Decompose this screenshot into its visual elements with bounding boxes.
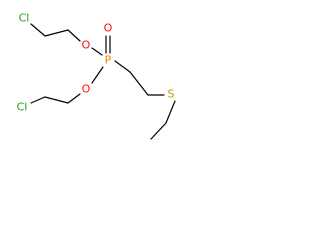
structure-diagram: Cl O P O O Cl S bbox=[0, 0, 204, 154]
atom-o-lower: O bbox=[82, 83, 91, 96]
bond-p-c5 bbox=[114, 60, 131, 73]
atom-p-center: P bbox=[105, 54, 112, 67]
atom-s-right: S bbox=[168, 88, 175, 101]
bond-c2-o bbox=[67, 29, 81, 42]
bond-o-c3 bbox=[67, 93, 81, 104]
atom-o-left: O bbox=[82, 39, 91, 52]
bond-p-o-lower bbox=[91, 66, 104, 84]
bond-s-c7 bbox=[165, 100, 176, 124]
bonds bbox=[30, 23, 176, 140]
molecule-drawing: Cl O P O O Cl S bbox=[17, 12, 176, 140]
atom-o-double: O bbox=[104, 22, 113, 35]
bond-o-p-upper bbox=[91, 47, 103, 56]
bond-c1-c2 bbox=[44, 29, 69, 37]
bond-c3-c4 bbox=[44, 96, 69, 104]
bond-cl-c1 bbox=[30, 23, 46, 37]
atom-labels: Cl O P O O Cl S bbox=[17, 12, 175, 114]
atom-cl-top: Cl bbox=[19, 12, 30, 25]
bond-c4-cl bbox=[30, 96, 46, 104]
atom-cl-bottom: Cl bbox=[17, 101, 28, 114]
bond-c5-c6 bbox=[129, 71, 149, 96]
bond-c7-c8 bbox=[150, 122, 167, 140]
